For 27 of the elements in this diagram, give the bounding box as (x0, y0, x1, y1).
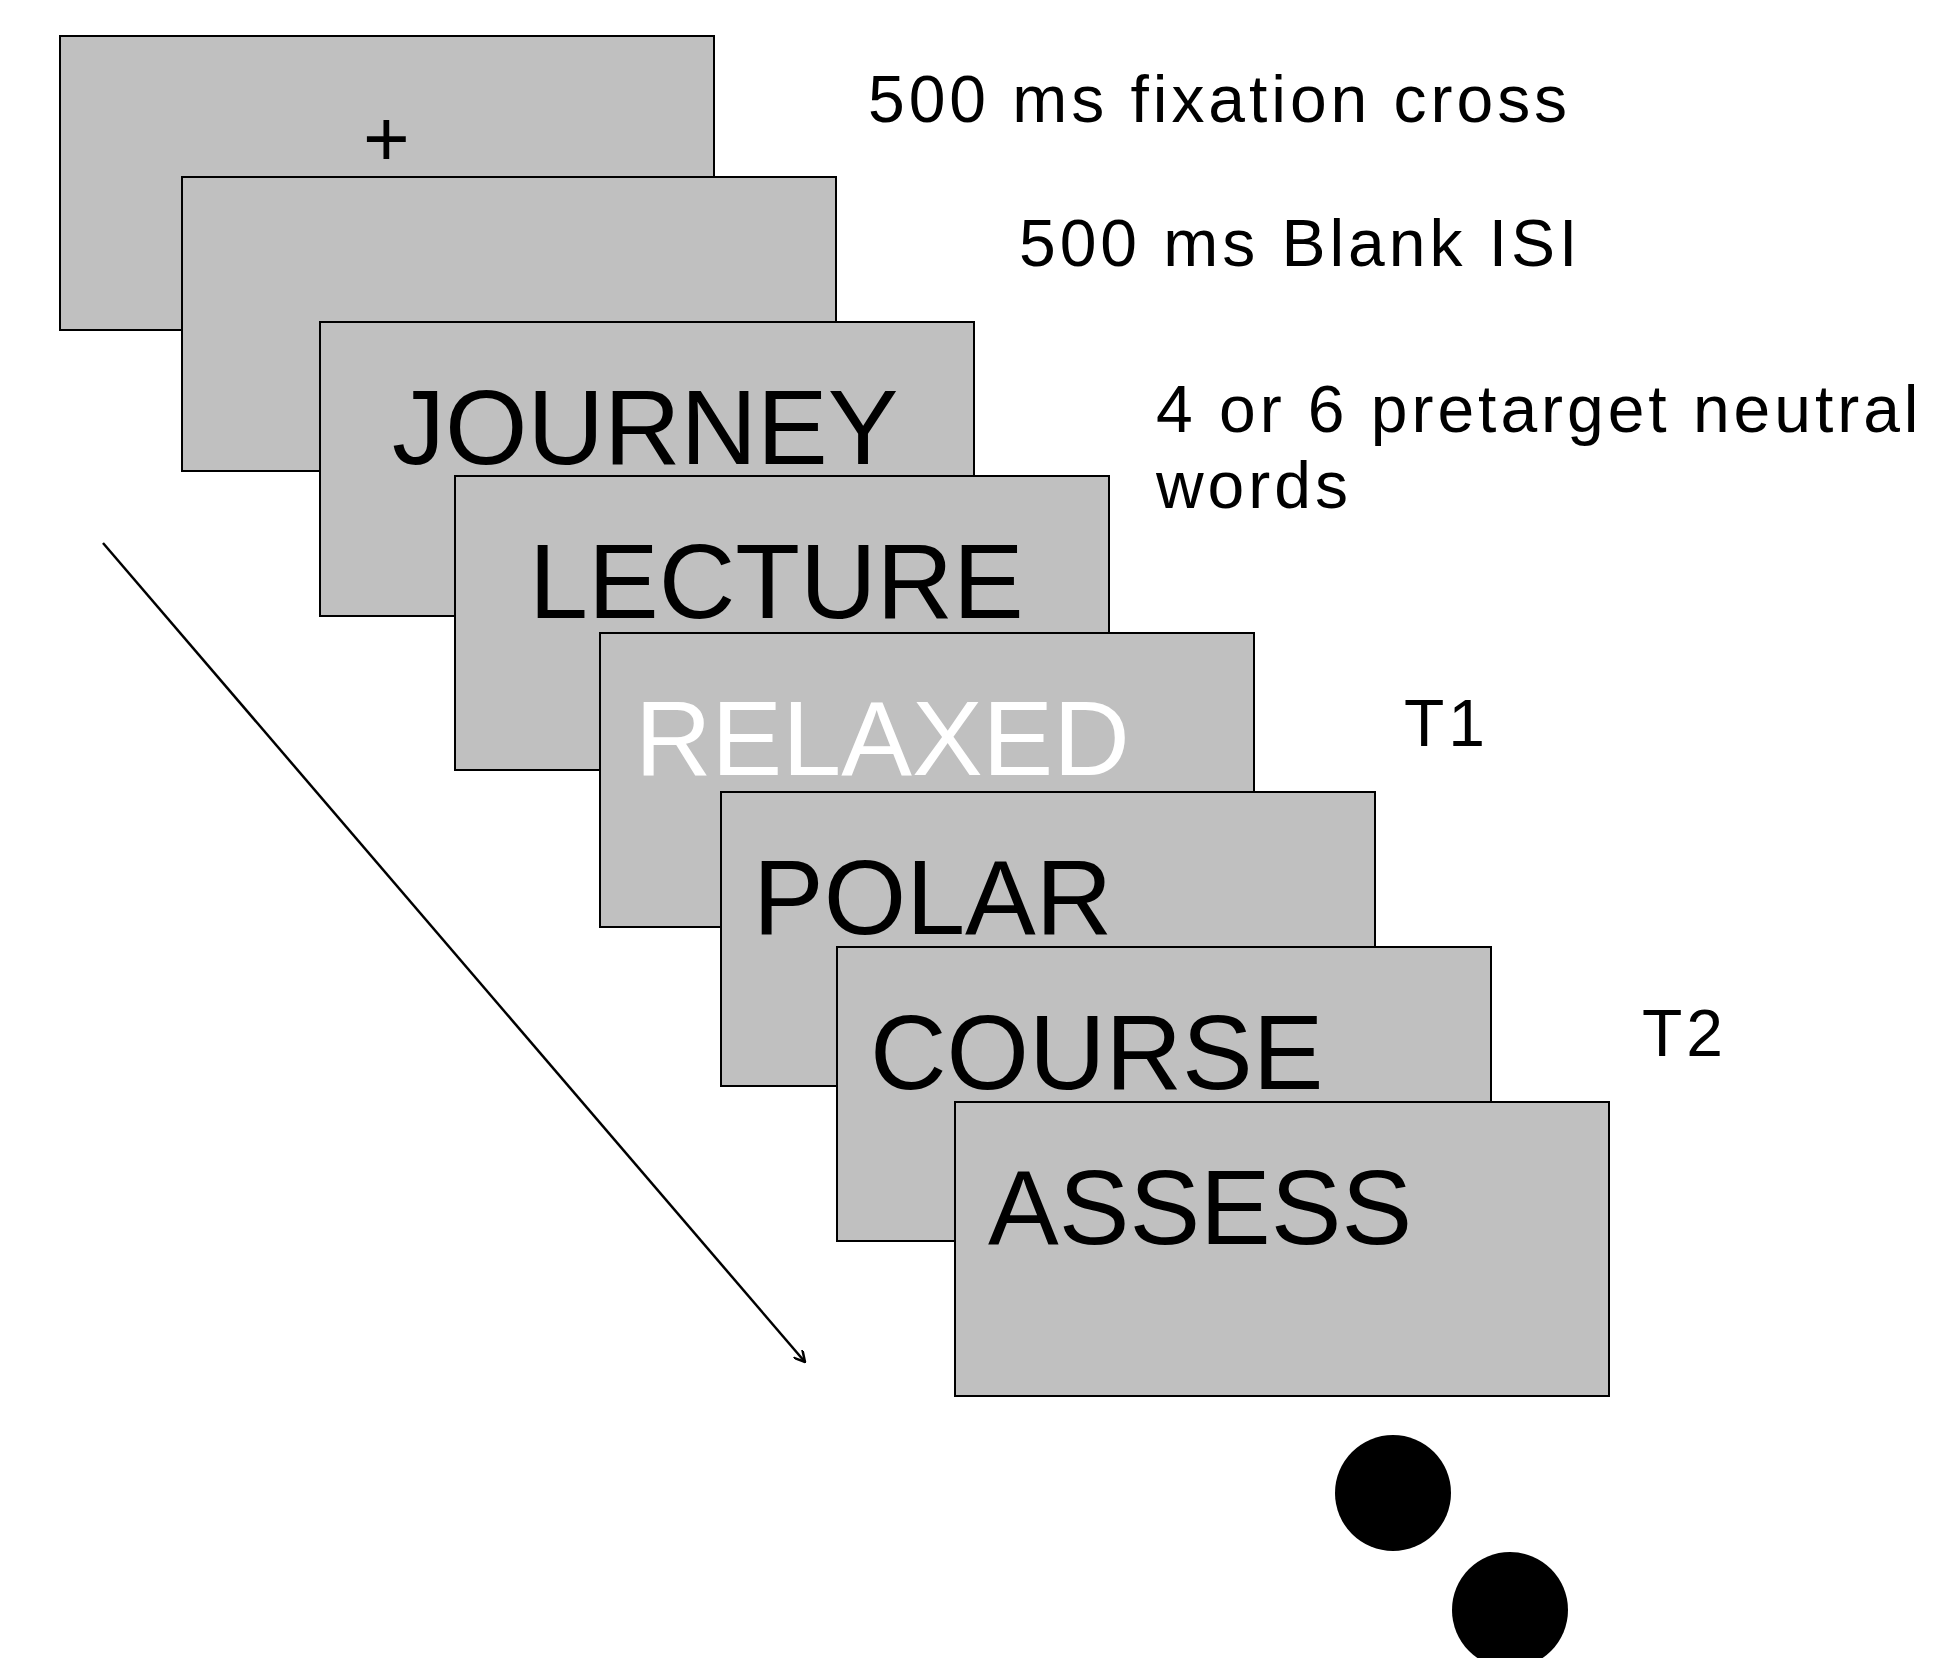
fixation-cross: + (363, 107, 410, 171)
slide-box (59, 35, 715, 176)
slide-box (319, 473, 454, 617)
timing-label: T2 (1642, 996, 1728, 1072)
stimulus-word: COURSE (870, 1006, 1324, 1100)
stimulus-word: LECTURE (529, 535, 1024, 629)
slide-box (319, 321, 975, 475)
slide-box (954, 1101, 1610, 1397)
slide-box (181, 319, 319, 472)
timing-label: 500 ms Blank ISI (1019, 206, 1583, 282)
slide-box (454, 475, 1110, 632)
stimulus-word: POLAR (753, 851, 1113, 945)
slide-box (181, 176, 837, 321)
slide-box (836, 946, 1492, 1101)
stimulus-word: JOURNEY (392, 381, 899, 475)
stimulus-word: RELAXED (635, 692, 1130, 786)
stimulus-word: ASSESS (988, 1161, 1413, 1255)
slide-box (720, 944, 836, 1087)
slide-box (720, 791, 1376, 946)
slide-box (599, 632, 1255, 791)
slide-box (59, 174, 181, 331)
timing-label: T1 (1404, 686, 1490, 762)
slide-box (599, 789, 720, 928)
timing-label: 4 or 6 pretarget neutral words (1156, 372, 1924, 524)
slide-box (836, 1099, 954, 1242)
slide-box (454, 630, 599, 771)
timing-label: 500 ms fixation cross (868, 62, 1573, 138)
